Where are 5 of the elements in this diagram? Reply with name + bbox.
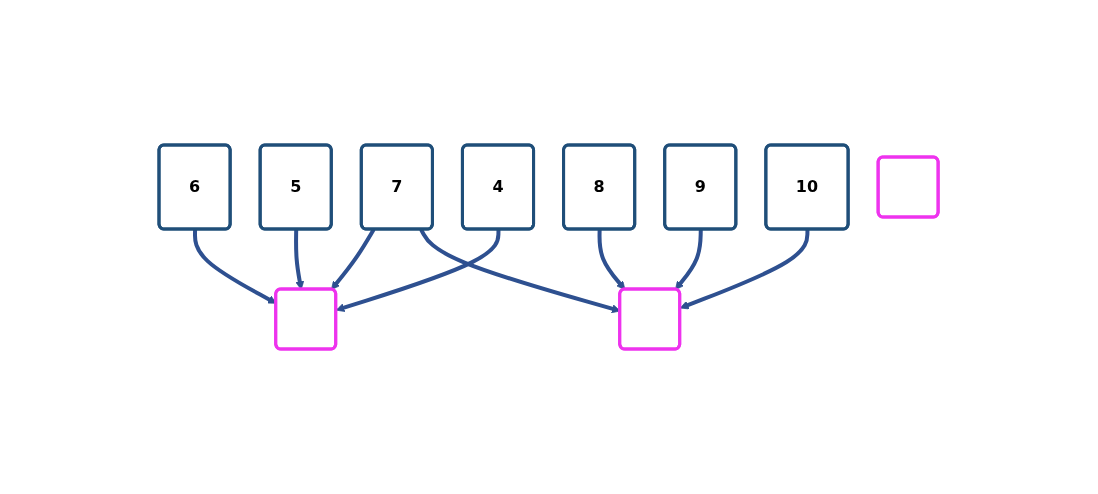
arrow	[675, 229, 704, 290]
arrow	[294, 229, 305, 290]
arrow	[336, 229, 501, 312]
arrow	[597, 229, 626, 290]
arrow	[680, 229, 810, 310]
